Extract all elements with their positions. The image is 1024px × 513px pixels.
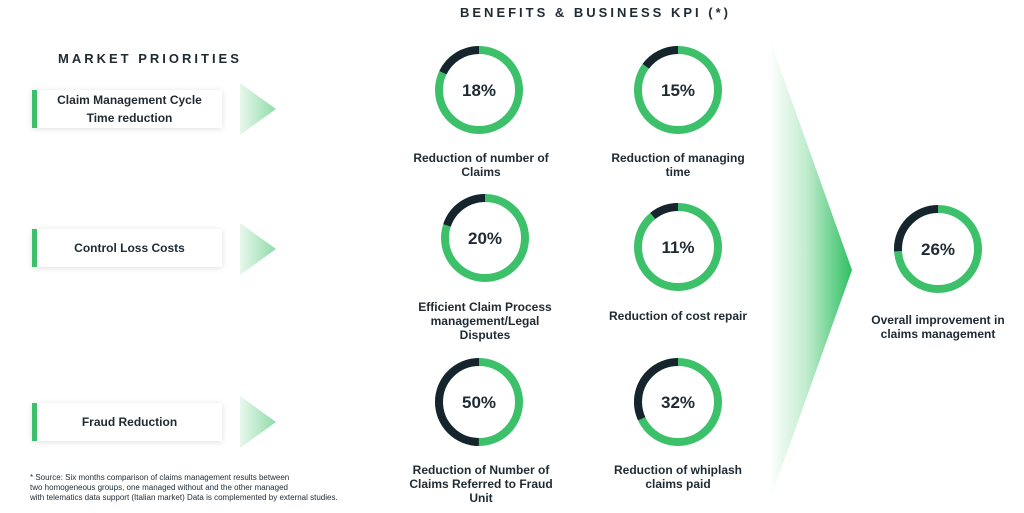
market-priorities-title: MARKET PRIORITIES bbox=[58, 51, 242, 66]
kpi-ring-claim-process: 20% bbox=[441, 194, 529, 282]
kpi-ring-whiplash: 32% bbox=[634, 358, 722, 446]
kpi-caption: Reduction of managing time bbox=[593, 151, 763, 179]
kpi-percent: 18% bbox=[462, 81, 496, 100]
kpi-percent: 15% bbox=[661, 81, 695, 100]
caption-line: claims paid bbox=[645, 477, 711, 491]
kpi-caption-overall: Overall improvement in claims management bbox=[853, 313, 1023, 341]
caption-line: Reduction of managing bbox=[611, 151, 745, 165]
kpi-ring-fraud-unit: 50% bbox=[435, 358, 523, 446]
caption-line: Reduction of number of bbox=[413, 151, 549, 165]
kpi-caption: Reduction of Number of Claims Referred t… bbox=[396, 463, 566, 505]
kpi-ring-value bbox=[634, 46, 722, 134]
kpi-ring-claims: 18% bbox=[435, 46, 523, 134]
priority-label-line: Time reduction bbox=[86, 111, 173, 125]
caption-line: Reduction of whiplash bbox=[614, 463, 742, 477]
caption-line: Claims bbox=[461, 165, 501, 179]
kpi-caption: Efficient Claim Process management/Legal… bbox=[400, 300, 570, 342]
kpi-ring-value bbox=[435, 358, 523, 446]
kpi-percent: 11% bbox=[661, 238, 694, 257]
priority-label-line: Control Loss Costs bbox=[74, 241, 185, 255]
caption-line: management/Legal bbox=[430, 314, 540, 328]
footnote-line: two homogeneous groups, one managed with… bbox=[30, 483, 288, 492]
source-footnote: * Source: Six months comparison of claim… bbox=[30, 473, 338, 503]
caption-line: Efficient Claim Process bbox=[418, 300, 552, 314]
footnote-line: * Source: Six months comparison of claim… bbox=[30, 473, 290, 482]
caption-line: Overall improvement in bbox=[871, 313, 1005, 327]
kpi-caption: Reduction of whiplash claims paid bbox=[593, 463, 763, 491]
kpi-ring-overall: 26% bbox=[894, 205, 982, 293]
caption-line: time bbox=[665, 165, 691, 179]
caption-line: Unit bbox=[469, 491, 493, 505]
caption-line: Reduction of Number of bbox=[412, 463, 550, 477]
caption-line: Claims Referred to Fraud bbox=[409, 477, 553, 491]
kpi-ring-value bbox=[634, 203, 722, 291]
kpi-percent: 32% bbox=[661, 393, 695, 412]
kpi-caption: Reduction of number of Claims bbox=[396, 151, 566, 179]
priority-claim-cycle: Claim Management Cycle Time reduction bbox=[32, 90, 222, 128]
kpi-ring-managing-time: 15% bbox=[634, 46, 722, 134]
caption-line: claims management bbox=[880, 327, 996, 341]
kpi-ring-value bbox=[435, 46, 523, 134]
caption-line: Disputes bbox=[459, 328, 511, 342]
priority-fraud: Fraud Reduction bbox=[32, 403, 222, 441]
kpi-ring-value bbox=[634, 358, 722, 446]
kpi-percent: 26% bbox=[921, 240, 955, 259]
priority-label-line: Fraud Reduction bbox=[81, 415, 178, 429]
big-arrow-right-icon bbox=[770, 40, 852, 500]
kpi-ring-cost-repair: 11% bbox=[634, 203, 722, 291]
priority-label-line: Claim Management Cycle bbox=[57, 93, 202, 107]
kpi-caption: Reduction of cost repair bbox=[593, 309, 763, 323]
caption-line: Reduction of cost repair bbox=[608, 309, 748, 323]
footnote-line: with telematics data support (Italian ma… bbox=[30, 493, 338, 502]
kpi-percent: 50% bbox=[462, 393, 496, 412]
arrow-right-icon bbox=[240, 223, 276, 275]
kpi-ring-value bbox=[894, 205, 982, 293]
arrow-right-icon bbox=[240, 83, 276, 135]
kpi-percent: 20% bbox=[468, 229, 502, 248]
priority-control-loss: Control Loss Costs bbox=[32, 229, 222, 267]
arrow-right-icon bbox=[240, 396, 276, 448]
kpi-ring-value bbox=[441, 194, 529, 282]
kpi-title: BENEFITS & BUSINESS KPI (*) bbox=[460, 5, 731, 20]
